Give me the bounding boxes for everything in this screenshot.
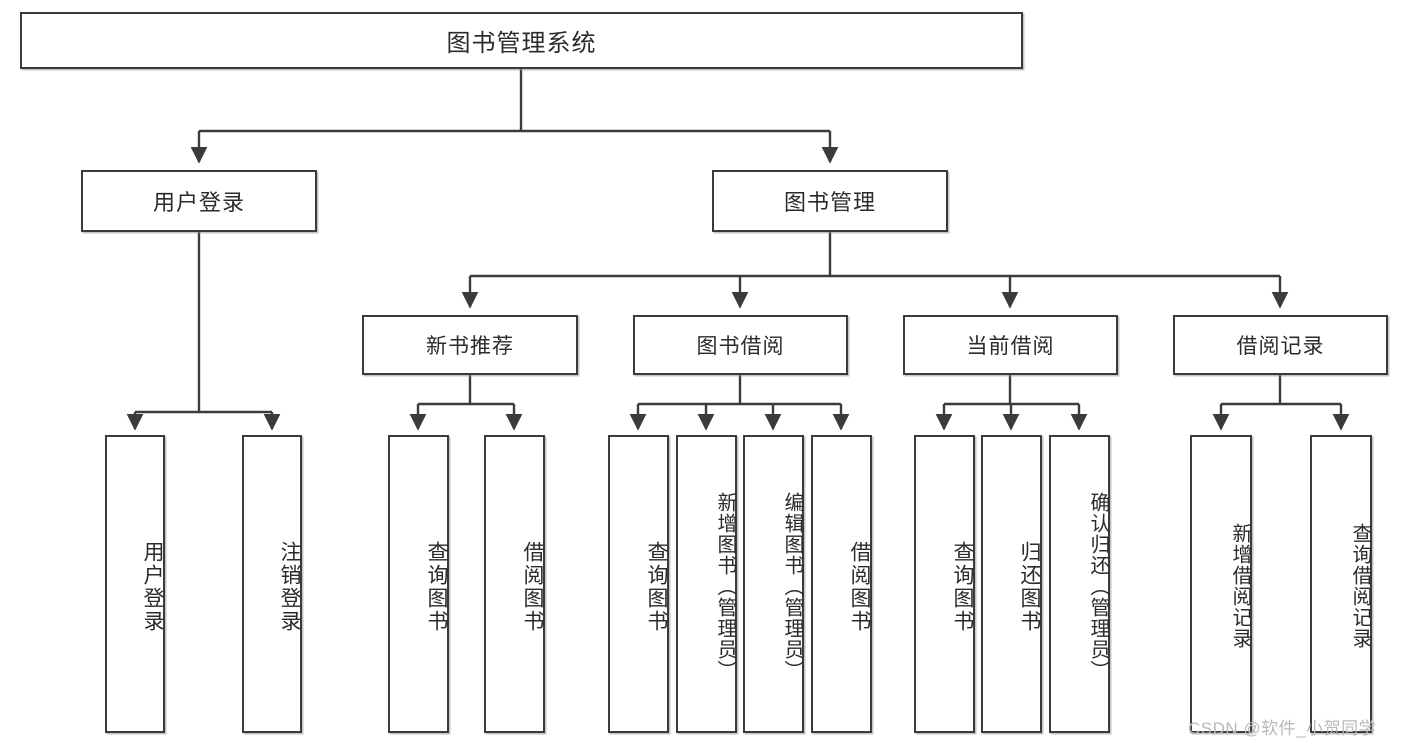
leaf-book-borrow-borrow[interactable]: 借阅图书	[811, 435, 872, 733]
leaf-current-borrow-confirm-return[interactable]: 确认归还（管理员）	[1049, 435, 1110, 733]
leaf-book-borrow-add[interactable]: 新增图书（管理员）	[676, 435, 737, 733]
node-borrow-record[interactable]: 借阅记录	[1173, 315, 1388, 375]
node-book-borrow[interactable]: 图书借阅	[633, 315, 848, 375]
leaf-user-login-logout[interactable]: 注销登录	[242, 435, 302, 733]
node-root-system[interactable]: 图书管理系统	[20, 12, 1023, 69]
leaf-borrow-record-query[interactable]: 查询借阅记录	[1310, 435, 1372, 733]
node-label: 图书管理	[783, 190, 876, 215]
node-label: 新书推荐	[426, 335, 514, 358]
node-label: 用户登录	[141, 541, 164, 633]
node-label: 用户登录	[152, 190, 245, 215]
node-label: 图书管理系统	[446, 30, 597, 57]
node-book-management[interactable]: 图书管理	[712, 170, 948, 232]
leaf-book-borrow-query[interactable]: 查询图书	[608, 435, 669, 733]
leaf-current-borrow-query[interactable]: 查询图书	[914, 435, 975, 733]
csdn-watermark: CSDN @软件_小贺同学	[1188, 719, 1377, 738]
node-label: 查询图书	[645, 541, 668, 633]
node-label: 借阅图书	[848, 541, 871, 633]
node-label: 注销登录	[278, 541, 301, 633]
node-label: 新增图书（管理员）	[714, 491, 736, 681]
leaf-borrow-record-add[interactable]: 新增借阅记录	[1190, 435, 1252, 733]
leaf-new-book-query[interactable]: 查询图书	[388, 435, 449, 733]
node-new-book-recommend[interactable]: 新书推荐	[362, 315, 578, 375]
node-label: 归还图书	[1018, 541, 1041, 633]
node-label: 当前借阅	[966, 335, 1055, 358]
node-label: 借阅记录	[1236, 335, 1325, 358]
node-label: 编辑图书（管理员）	[781, 491, 803, 681]
node-label: 查询图书	[425, 541, 448, 633]
node-label: 借阅图书	[521, 541, 544, 633]
node-label: 新增借阅记录	[1229, 523, 1251, 649]
node-label: 确认归还（管理员）	[1087, 491, 1109, 681]
node-current-borrow[interactable]: 当前借阅	[903, 315, 1118, 375]
leaf-user-login-login[interactable]: 用户登录	[105, 435, 165, 733]
leaf-new-book-borrow[interactable]: 借阅图书	[484, 435, 545, 733]
node-label: 图书借阅	[696, 335, 785, 358]
node-user-login[interactable]: 用户登录	[81, 170, 317, 232]
leaf-book-borrow-edit[interactable]: 编辑图书（管理员）	[743, 435, 804, 733]
node-label: 查询借阅记录	[1349, 523, 1371, 649]
node-label: 查询图书	[951, 541, 974, 633]
leaf-current-borrow-return[interactable]: 归还图书	[981, 435, 1042, 733]
